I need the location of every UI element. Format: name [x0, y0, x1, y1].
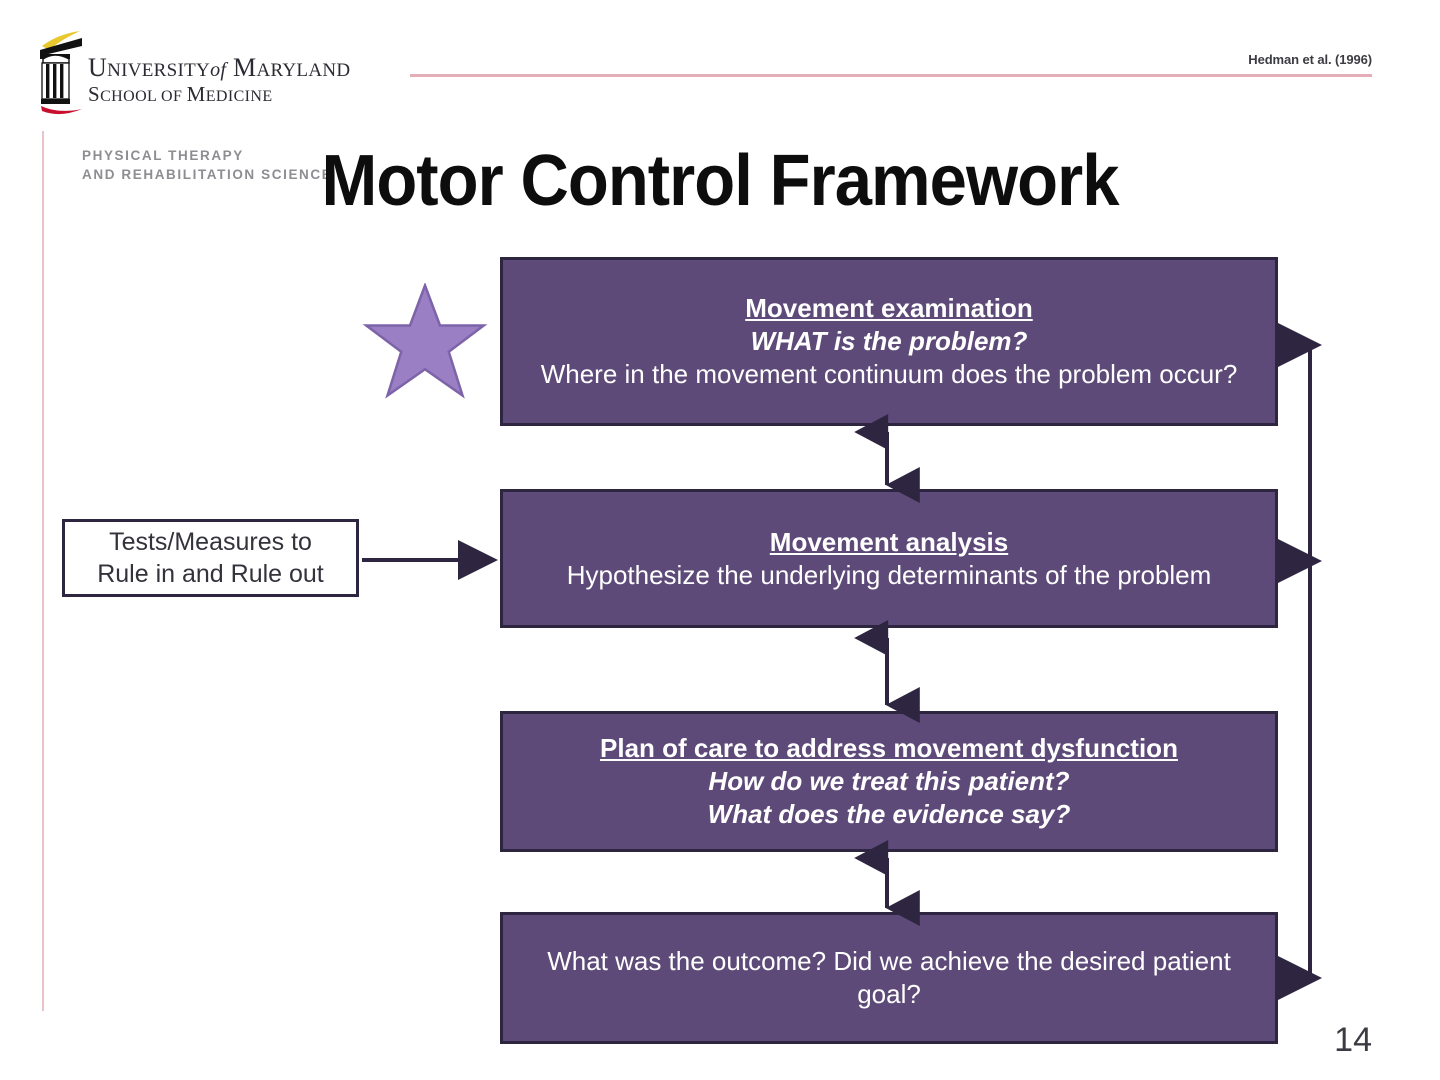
flow-box-body: What was the outcome? Did we achieve the… [547, 946, 1231, 1009]
flow-box-emphasis: How do we treat this patient? [708, 766, 1070, 797]
wordmark-line-1: UNIVERSITYof MARYLAND [88, 53, 351, 82]
flow-box-emphasis-secondary: What does the evidence say? [707, 798, 1071, 829]
department-line-2: AND REHABILITATION SCIENCE [82, 167, 333, 183]
university-logo: UNIVERSITYof MARYLAND SCHOOL OF MEDICINE [36, 26, 436, 126]
flow-box-movement-examination[interactable]: Movement examination WHAT is the problem… [500, 257, 1278, 426]
department-label: PHYSICAL THERAPY AND REHABILITATION SCIE… [82, 146, 332, 184]
flow-box-outcome[interactable]: What was the outcome? Did we achieve the… [500, 912, 1278, 1044]
flow-box-heading: Movement analysis [769, 526, 1009, 557]
callout-line-2: Rule in and Rule out [97, 560, 324, 588]
flow-box-heading: Plan of care to address movement dysfunc… [600, 733, 1178, 764]
wordmark: UNIVERSITYof MARYLAND SCHOOL OF MEDICINE [88, 54, 433, 107]
flow-box-emphasis: WHAT is the problem? [750, 326, 1028, 357]
left-accent-rule [42, 131, 44, 1011]
flow-box-body: Where in the movement continuum does the… [540, 358, 1238, 389]
department-line-1: PHYSICAL THERAPY [82, 148, 244, 163]
wordmark-line-2: SCHOOL OF MEDICINE [88, 82, 273, 107]
flow-box-plan-of-care[interactable]: Plan of care to address movement dysfunc… [500, 711, 1278, 852]
page-number: 14 [1334, 1021, 1372, 1059]
flow-box-heading: Movement examination [745, 293, 1033, 324]
header-rule [410, 74, 1372, 77]
callout-line-1: Tests/Measures to [109, 527, 312, 556]
tests-measures-callout[interactable]: Tests/Measures to Rule in and Rule out [62, 519, 359, 597]
flow-box-body: Hypothesize the underlying determinants … [566, 559, 1212, 590]
star-icon [362, 283, 488, 399]
flow-box-movement-analysis[interactable]: Movement analysis Hypothesize the underl… [500, 489, 1278, 628]
column-icon [40, 31, 82, 115]
page-title: Motor Control Framework [321, 141, 1119, 221]
citation-text: Hedman et al. (1996) [1248, 52, 1372, 67]
